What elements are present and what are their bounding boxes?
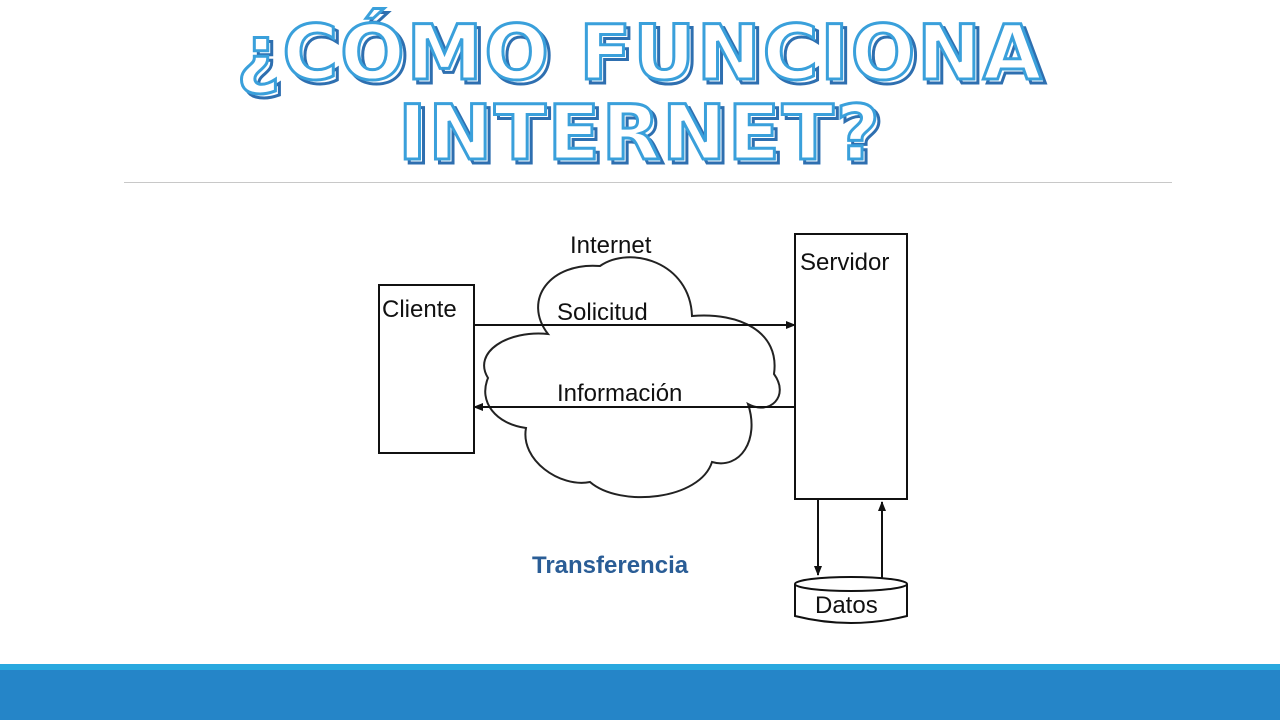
title-line2-shadow: INTERNET?: [402, 92, 886, 180]
internet-cloud: [483, 256, 781, 499]
footer-band: [0, 670, 1280, 720]
client-box: [378, 284, 475, 454]
data-label: Datos: [815, 592, 878, 619]
request-label: Solicitud: [557, 299, 648, 326]
title-divider: [124, 182, 1172, 183]
internet-label: Internet: [570, 232, 652, 259]
server-label: Servidor: [800, 249, 889, 276]
response-label: Información: [557, 380, 682, 407]
data-store-cylinder: [794, 576, 908, 624]
slide-title: ¿CÓMO FUNCIONA INTERNET? ¿CÓMO FUNCIONA …: [235, 6, 1047, 181]
title-line1-shadow: ¿CÓMO FUNCIONA: [240, 11, 1047, 101]
transfer-caption: Transferencia: [532, 552, 689, 579]
title-line2: INTERNET?: [398, 88, 882, 177]
server-box: [794, 233, 908, 500]
footer-band-accent: [0, 664, 1280, 670]
client-label: Cliente: [382, 296, 457, 323]
title-line1: ¿CÓMO FUNCIONA: [236, 7, 1043, 97]
